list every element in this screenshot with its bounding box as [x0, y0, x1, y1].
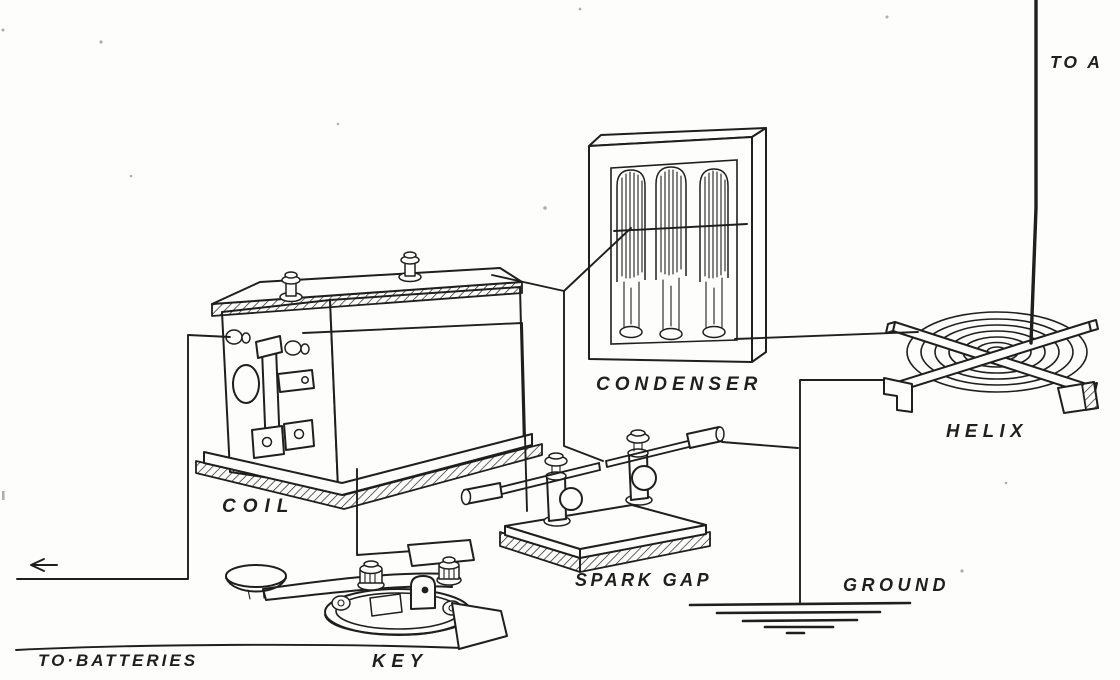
key-rear-plate — [407, 539, 475, 567]
key-trunnion — [410, 575, 436, 610]
label-key: KEY — [372, 650, 428, 671]
condenser-frame-opening — [610, 159, 738, 345]
battery-bottom-wire — [15, 643, 464, 651]
label-ground: GROUND — [843, 575, 950, 595]
battery-wire-left — [16, 334, 231, 580]
leyden-jar-1 — [616, 169, 646, 339]
label-coil: COIL — [222, 496, 295, 517]
spark-gap-left-electrode — [460, 462, 601, 506]
spark-gap — [460, 426, 725, 573]
condenser — [588, 127, 767, 363]
coil-interrupter — [232, 335, 315, 459]
spark-gap-left-post — [543, 452, 583, 527]
spark-gap-to-ground-wire — [721, 441, 799, 449]
key-nut-left — [357, 560, 385, 591]
coil-terminal-knob-left — [279, 271, 303, 303]
spark-gap-right-electrode — [605, 426, 725, 468]
coil-base-upper — [203, 433, 533, 496]
spark-gap-right-ball — [631, 465, 657, 491]
coil-terminal-knob-right — [398, 251, 422, 283]
label-helix: HELIX — [946, 420, 1028, 441]
primary-wire — [302, 322, 528, 512]
label-to-aerial: TO A — [1050, 52, 1103, 72]
figure-labels: TO A CONDENSER HELIX COIL SPARK GAP GROU… — [38, 52, 1103, 671]
key-to-battery-strip — [451, 602, 508, 650]
helix-foot-right — [1057, 381, 1099, 414]
spark-gap-right-post — [625, 429, 657, 506]
ground-symbol — [688, 601, 912, 635]
helix — [883, 311, 1099, 414]
key-front-post-left — [331, 595, 351, 611]
label-condenser: CONDENSER — [596, 374, 762, 395]
junction-to-spark-gap-wire — [563, 290, 604, 462]
telegraph-key — [225, 539, 508, 650]
coil-primary-post-b — [284, 340, 310, 356]
label-to-batteries: TO·BATTERIES — [38, 651, 198, 670]
helix-foot-left — [883, 377, 913, 413]
label-spark-gap: SPARK GAP — [575, 570, 712, 590]
key-lever — [225, 564, 453, 601]
spark-gap-base-top — [504, 504, 707, 550]
helix-to-ground-wire — [799, 379, 885, 605]
condenser-to-helix-wire — [734, 331, 919, 340]
condenser-connecting-bar — [613, 223, 748, 232]
current-arrow — [30, 558, 58, 572]
key-nut-right — [436, 556, 462, 586]
condenser-frame-side — [751, 127, 767, 363]
leyden-jar-2 — [655, 166, 687, 341]
key-contact-block — [369, 593, 403, 617]
spark-gap-left-ball — [559, 487, 583, 511]
circuit-wires — [15, 0, 1038, 651]
antenna-wire — [1029, 0, 1038, 345]
key-knob — [225, 564, 287, 588]
induction-coil — [195, 251, 543, 510]
scan-noise — [1, 7, 1008, 573]
coil-to-key-wire — [356, 468, 414, 556]
